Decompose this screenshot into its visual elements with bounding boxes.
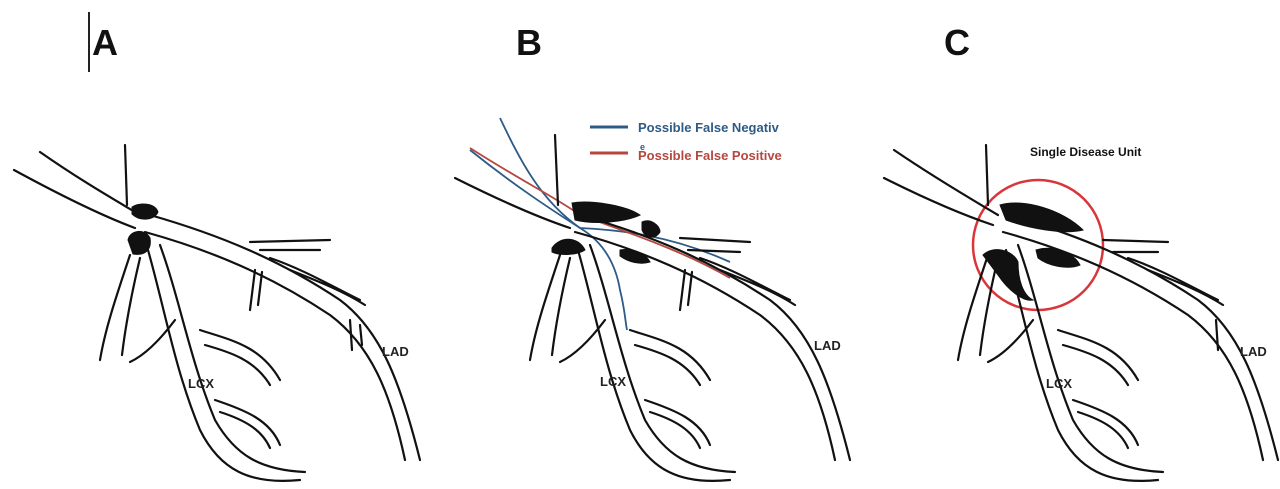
label-lcx-b: LCX: [600, 374, 626, 389]
label-lad-b: LAD: [814, 338, 841, 353]
panel-a: A LCX LAD: [0, 0, 426, 489]
label-lcx-a: LCX: [188, 376, 214, 391]
vessel-diag2-b: [700, 258, 795, 305]
coronary-tree-c: Single Disease Unit LCX LAD: [858, 0, 1280, 489]
label-lad-a: LAD: [382, 344, 409, 359]
panel-c: C Single Disease Unit LCX LAD: [858, 0, 1280, 489]
vessel-ramus-a: [100, 255, 140, 360]
vessel-ramus-b: [530, 255, 570, 360]
vessel-lower-left-a: [14, 170, 135, 228]
vessel-om2-c: [1073, 400, 1138, 448]
lesion-4-b: [620, 250, 650, 264]
lesion-2-b: [642, 221, 660, 237]
legend-false-negative: Possible False Negativ: [638, 120, 780, 135]
legend-false-positive: Possible False Positive: [638, 148, 782, 163]
lesion-3-c: [1036, 248, 1080, 267]
vessel-om2-b: [645, 400, 710, 448]
vessel-upper-left-c: [894, 150, 998, 215]
vessel-top-stem-b: [555, 135, 558, 205]
vessel-top-stem-c: [986, 145, 988, 205]
vessel-diag2-a: [270, 258, 365, 305]
label-lad-c: LAD: [1240, 344, 1267, 359]
vessel-om1-b: [630, 330, 710, 385]
false-negative-path-2: [500, 118, 730, 262]
panel-b: B Possible False Negativ e Possible Fals…: [430, 0, 856, 489]
lesion-2-a: [128, 231, 150, 254]
vessel-diag1-a: [250, 240, 330, 250]
coronary-tree-b: Possible False Negativ e Possible False …: [430, 0, 856, 489]
disease-unit-circle: [973, 180, 1103, 310]
vessel-top-stem-a: [125, 145, 127, 205]
vessel-lcx-outer-c: [1018, 245, 1163, 472]
lesion-1-a: [132, 204, 158, 219]
vessel-lcx-outer-b: [590, 245, 735, 472]
coronary-tree-a: LCX LAD: [0, 0, 426, 489]
vessel-stub-c: [1216, 320, 1218, 350]
vessel-lad-inner-a: [145, 232, 405, 460]
lesion-1-b: [572, 202, 640, 222]
lesion-1-c: [1000, 203, 1083, 232]
lesion-3-b: [552, 239, 585, 254]
vessel-lcx-outer-a: [160, 245, 305, 472]
vessel-lad-outer-a: [150, 215, 420, 460]
vessel-diag1-c: [1103, 240, 1168, 252]
vessel-lad-inner-c: [1003, 232, 1263, 460]
single-disease-unit-title: Single Disease Unit: [1030, 145, 1141, 159]
label-lcx-c: LCX: [1046, 376, 1072, 391]
vessel-diag1-b: [680, 238, 750, 252]
vessel-diag2-c: [1128, 258, 1223, 305]
vessel-om2-a: [215, 400, 280, 448]
